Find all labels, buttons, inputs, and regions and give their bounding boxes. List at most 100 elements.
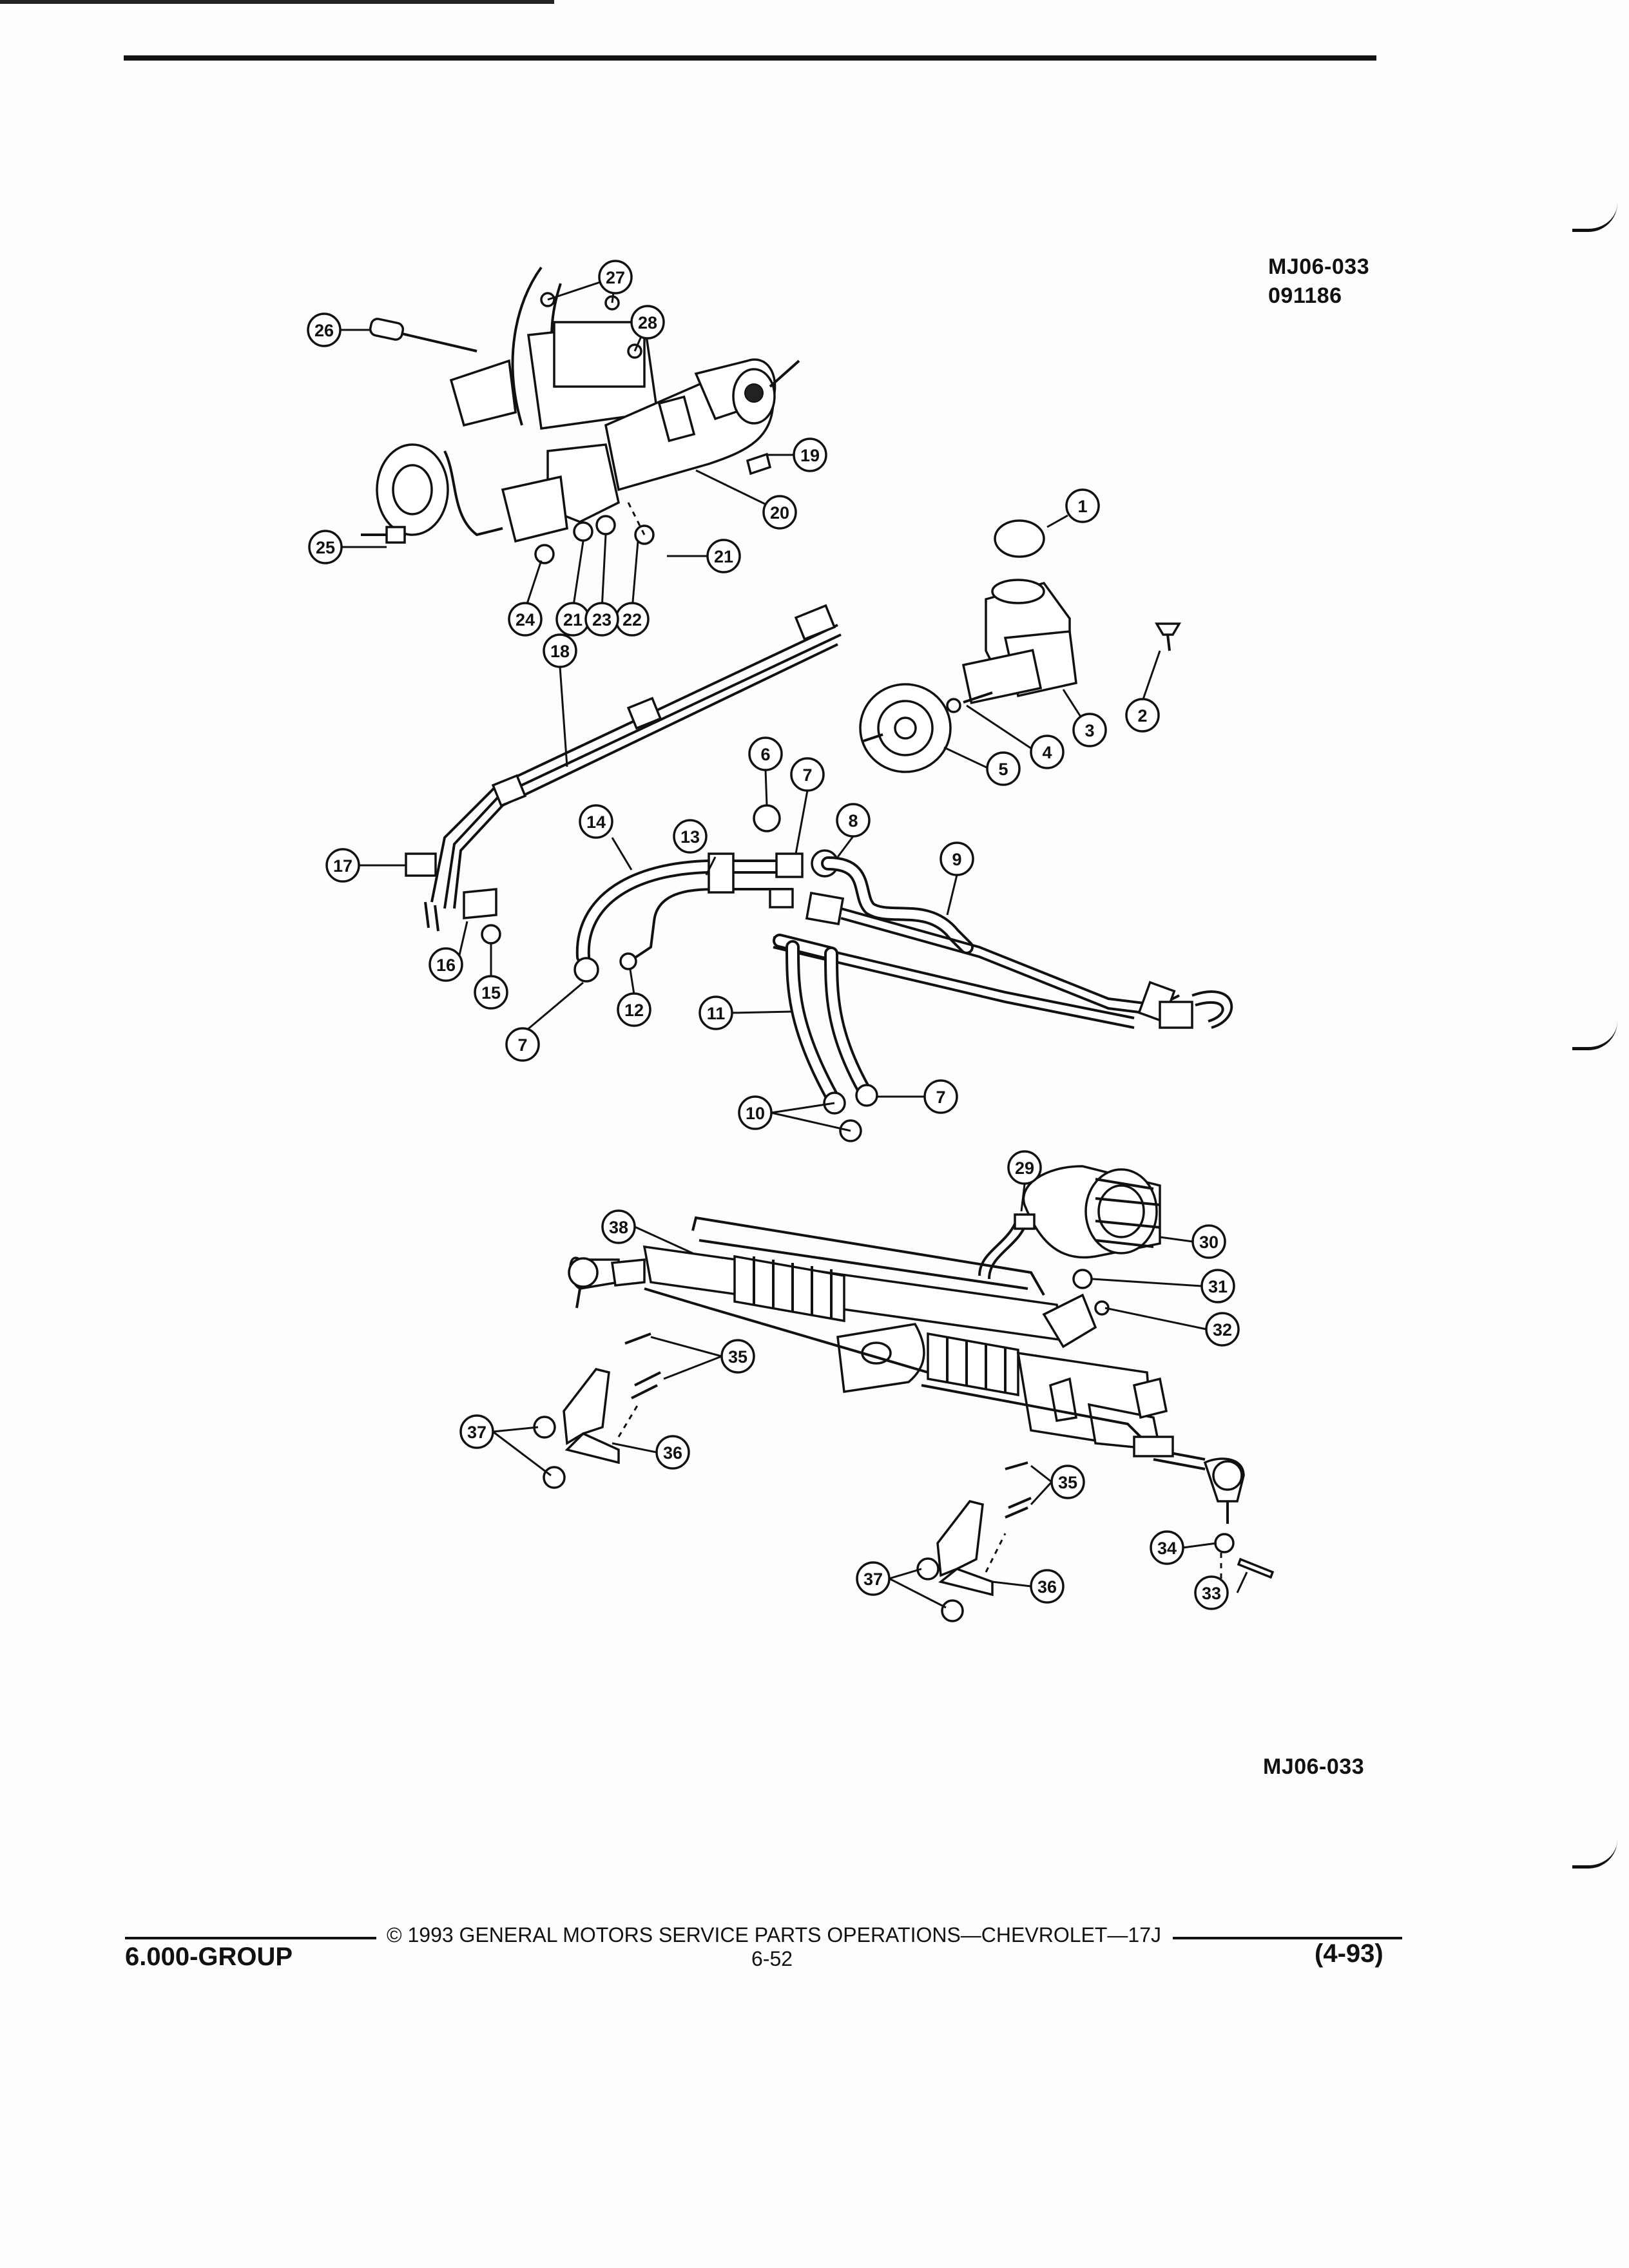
svg-text:20: 20 [770, 503, 789, 523]
callout-2: 2 [1125, 698, 1160, 733]
margin-mark [1572, 1840, 1617, 1869]
callout-14: 14 [579, 804, 613, 839]
callout-11: 11 [699, 995, 733, 1030]
callout-37a: 37 [459, 1414, 494, 1449]
svg-text:36: 36 [663, 1443, 682, 1463]
callout-13: 13 [673, 819, 708, 854]
svg-text:29: 29 [1015, 1158, 1034, 1178]
callout-7c: 7 [923, 1079, 958, 1114]
svg-text:26: 26 [314, 321, 334, 340]
svg-text:38: 38 [609, 1218, 628, 1237]
callout-3: 3 [1072, 713, 1107, 747]
margin-mark [1572, 203, 1617, 232]
svg-text:10: 10 [746, 1104, 765, 1123]
svg-text:37: 37 [467, 1423, 487, 1442]
footer-rule-right [1173, 1937, 1402, 1939]
rack-and-pinion-assembly [533, 1165, 1275, 1622]
callout-29: 29 [1007, 1150, 1042, 1185]
svg-text:7: 7 [517, 1035, 527, 1055]
callout-15: 15 [474, 975, 508, 1010]
svg-text:3: 3 [1084, 721, 1094, 740]
callout-38: 38 [601, 1209, 636, 1244]
copyright-notice: © 1993 GENERAL MOTORS SERVICE PARTS OPER… [387, 1923, 1161, 1946]
svg-text:6: 6 [760, 745, 770, 764]
callout-17: 17 [325, 848, 360, 883]
callout-20: 20 [762, 495, 797, 530]
callout-5: 5 [986, 751, 1021, 786]
svg-text:5: 5 [998, 760, 1008, 779]
svg-text:35: 35 [1058, 1473, 1077, 1492]
callout-18: 18 [543, 633, 577, 668]
svg-text:22: 22 [622, 610, 642, 629]
callout-19: 19 [793, 437, 827, 472]
svg-text:36: 36 [1037, 1577, 1057, 1597]
svg-text:33: 33 [1202, 1584, 1221, 1603]
svg-text:7: 7 [802, 765, 812, 785]
svg-text:14: 14 [586, 812, 606, 832]
svg-text:18: 18 [550, 642, 570, 661]
callout-9: 9 [940, 841, 974, 876]
group-label: 6.000-GROUP [125, 1943, 293, 1971]
svg-text:35: 35 [728, 1347, 747, 1367]
footer-rule-left [125, 1937, 376, 1939]
figure-code-bottom: MJ06-033 [1263, 1754, 1365, 1779]
svg-text:7: 7 [936, 1088, 945, 1107]
svg-text:28: 28 [638, 313, 657, 332]
svg-text:12: 12 [624, 1001, 644, 1020]
callout-22: 22 [615, 602, 650, 637]
svg-text:2: 2 [1137, 706, 1147, 726]
callout-33: 33 [1194, 1575, 1229, 1610]
corner-rule [0, 0, 554, 4]
callout-24: 24 [508, 602, 543, 637]
callout-21a: 21 [706, 539, 741, 573]
callout-28: 28 [630, 305, 665, 340]
callout-32: 32 [1205, 1312, 1240, 1347]
callout-16: 16 [429, 947, 463, 982]
callout-4: 4 [1030, 735, 1065, 769]
svg-text:34: 34 [1157, 1539, 1177, 1558]
callout-26: 26 [307, 312, 342, 347]
callout-35b: 35 [1050, 1465, 1085, 1499]
leader-lines [340, 276, 1248, 1609]
callout-21b: 21 [555, 602, 590, 637]
svg-text:37: 37 [863, 1570, 883, 1589]
callout-35a: 35 [720, 1339, 755, 1374]
svg-text:17: 17 [333, 856, 352, 876]
svg-text:30: 30 [1199, 1233, 1219, 1252]
revision-date: (4-93) [1315, 1939, 1383, 1968]
svg-text:25: 25 [316, 538, 335, 557]
top-rule [124, 55, 1376, 61]
svg-text:13: 13 [680, 827, 700, 847]
callout-6: 6 [748, 736, 783, 771]
svg-text:21: 21 [714, 547, 733, 566]
svg-text:9: 9 [952, 850, 961, 869]
power-steering-pump [859, 519, 1182, 773]
callout-1: 1 [1065, 488, 1100, 523]
svg-text:31: 31 [1208, 1277, 1228, 1296]
figure-code: MJ06-033 [1268, 255, 1370, 279]
svg-text:1: 1 [1077, 497, 1087, 516]
callout-10: 10 [738, 1095, 773, 1130]
callout-34: 34 [1150, 1530, 1184, 1565]
svg-text:11: 11 [707, 1004, 726, 1023]
svg-text:32: 32 [1213, 1320, 1232, 1340]
callout-31: 31 [1200, 1269, 1235, 1303]
callout-23: 23 [584, 602, 619, 637]
callout-37b: 37 [856, 1561, 891, 1596]
callout-36b: 36 [1030, 1569, 1065, 1604]
svg-text:21: 21 [563, 610, 583, 629]
callout-8: 8 [836, 803, 871, 838]
margin-mark [1572, 1021, 1617, 1050]
steering-column-assembly [361, 266, 800, 564]
svg-text:4: 4 [1042, 743, 1052, 762]
page-number: 6-52 [751, 1947, 793, 1970]
callout-36a: 36 [655, 1435, 690, 1470]
callout-27: 27 [598, 260, 633, 294]
svg-text:24: 24 [516, 610, 535, 629]
svg-text:8: 8 [848, 811, 858, 831]
figure-date: 091186 [1268, 284, 1342, 308]
svg-text:23: 23 [592, 610, 612, 629]
callout-30: 30 [1191, 1224, 1226, 1259]
svg-text:15: 15 [481, 983, 501, 1003]
svg-text:27: 27 [606, 268, 625, 287]
